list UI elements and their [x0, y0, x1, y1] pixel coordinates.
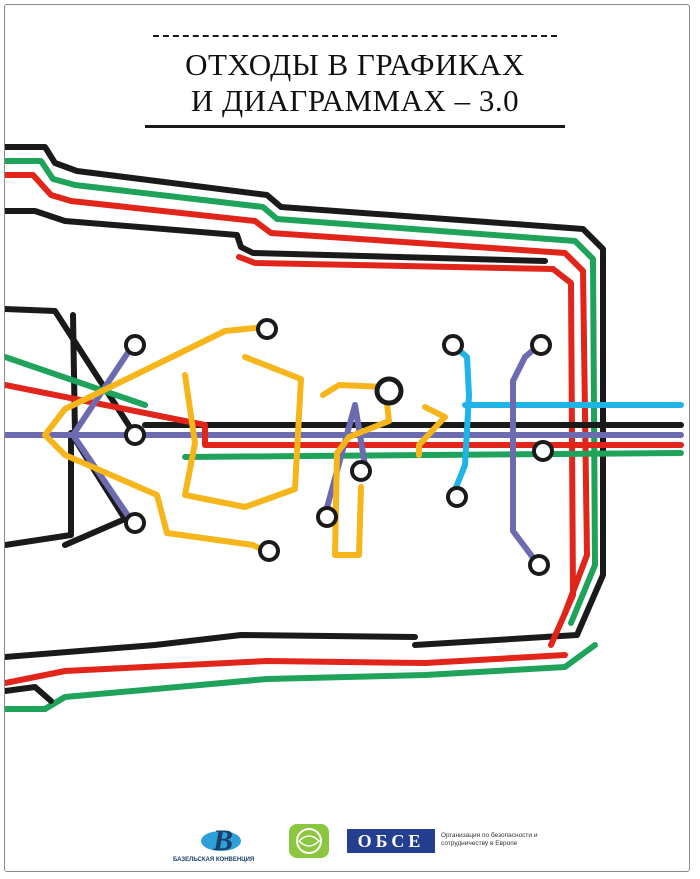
station-circle — [316, 506, 338, 528]
station-circle — [528, 554, 550, 576]
partner-logos: B БАЗЕЛЬСКАЯ КОНВЕНЦИЯ ОБСЕ Организация … — [5, 805, 689, 865]
station-circle — [442, 334, 464, 356]
line-green-main — [5, 354, 684, 460]
osce-logo: ОБСЕ Организация по безопасности и сотру… — [347, 829, 567, 859]
basel-label: БАЗЕЛЬСКАЯ КОНВЕНЦИЯ — [173, 857, 255, 863]
title-top-rule — [153, 35, 557, 37]
station-circle — [350, 460, 372, 482]
station-circle — [124, 512, 146, 534]
cover-title: ОТХОДЫ В ГРАФИКАХ И ДИАГРАММАХ – 3.0 — [135, 47, 575, 119]
osce-abbr: ОБСЕ — [347, 829, 435, 853]
basel-b-icon: B — [201, 824, 241, 855]
station-circle — [124, 424, 146, 446]
line-black-top — [5, 144, 606, 648]
line-purple-right — [510, 342, 542, 566]
line-black-bottom — [5, 632, 418, 660]
line-black-left — [5, 306, 138, 548]
metro-map-illustration — [5, 144, 684, 712]
line-yellow-loop — [42, 324, 448, 558]
line-red-bottom — [5, 652, 568, 686]
station-circle — [530, 334, 552, 356]
line-black-top-2 — [5, 208, 548, 264]
line-cyan-right — [450, 342, 472, 498]
station-circle — [446, 486, 468, 508]
station-circle — [532, 440, 554, 462]
station-circle — [256, 318, 278, 340]
title-block: ОТХОДЫ В ГРАФИКАХ И ДИАГРАММАХ – 3.0 — [135, 27, 575, 133]
title-line-1: ОТХОДЫ В ГРАФИКАХ — [185, 47, 525, 82]
osce-name: Организация по безопасности и сотрудниче… — [441, 832, 538, 847]
line-red-top-2 — [236, 254, 576, 648]
line-black-bottom-2 — [5, 684, 54, 704]
cover-page: ОТХОДЫ В ГРАФИКАХ И ДИАГРАММАХ – 3.0 — [4, 4, 690, 872]
title-line-2: И ДИАГРАММАХ – 3.0 — [190, 83, 520, 118]
line-green-top — [5, 158, 598, 626]
station-circle — [124, 334, 146, 356]
line-red-top — [5, 172, 590, 616]
svg-text:B: B — [212, 824, 233, 855]
basel-logo: B БАЗЕЛЬСКАЯ КОНВЕНЦИЯ — [173, 823, 273, 863]
line-green-bottom — [5, 642, 598, 712]
station-circle — [258, 540, 280, 562]
unep-logo — [288, 823, 330, 859]
unep-emblem-icon — [289, 824, 329, 858]
title-bottom-rule — [145, 125, 565, 128]
line-red-main — [5, 382, 684, 448]
station-circle — [374, 376, 404, 406]
